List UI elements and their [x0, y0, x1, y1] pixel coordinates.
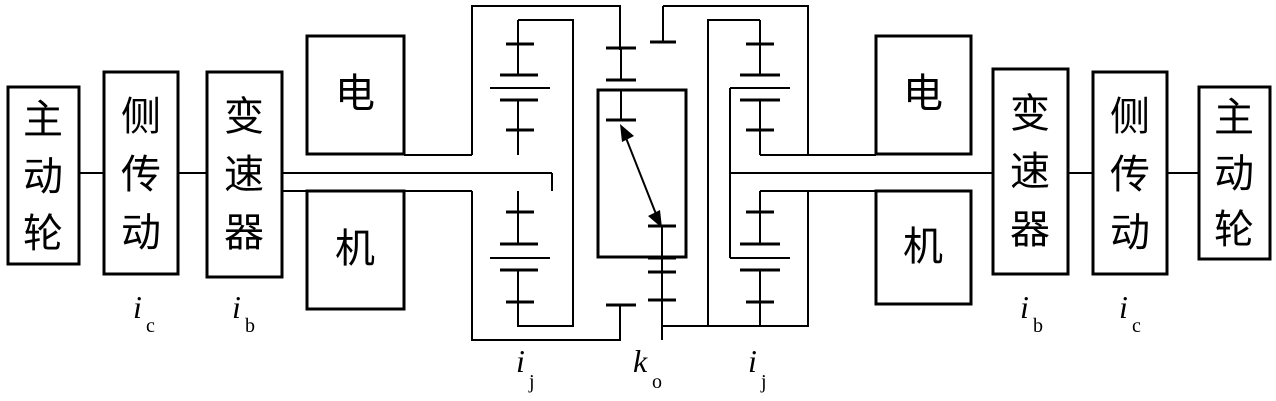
right-side-drive-char-2: 传 — [1110, 152, 1150, 198]
right-gearbox-block: 变 速 器 — [991, 67, 1070, 276]
svg-text:i: i — [1119, 289, 1128, 325]
shaft-lines — [79, 154, 1199, 192]
label-ic-right: i c — [1119, 289, 1141, 337]
right-drive-wheel-char-2: 动 — [1214, 151, 1254, 197]
left-side-drive-char-2: 传 — [121, 152, 161, 198]
left-motor-char-2: 机 — [335, 226, 375, 272]
right-gearbox-char-3: 器 — [1010, 207, 1050, 253]
svg-text:b: b — [1033, 315, 1043, 337]
left-drive-wheel-block: 主 动 轮 — [6, 85, 81, 266]
right-gearbox-char-2: 速 — [1010, 149, 1050, 195]
right-drive-wheel-block: 主 动 轮 — [1197, 85, 1272, 261]
label-ib-right: i b — [1020, 289, 1043, 337]
svg-text:k: k — [633, 343, 648, 379]
left-side-drive-block: 侧 传 动 — [102, 70, 180, 276]
right-motor-char-1: 电 — [903, 71, 943, 117]
svg-text:c: c — [146, 315, 155, 337]
right-drive-wheel-char-1: 主 — [1214, 95, 1254, 141]
left-motor-char-1: 电 — [335, 71, 375, 117]
svg-text:i: i — [1020, 289, 1029, 325]
right-side-drive-char-1: 侧 — [1110, 94, 1150, 140]
left-drive-wheel-char-3: 轮 — [23, 211, 63, 257]
right-side-drive-char-3: 动 — [1110, 210, 1150, 256]
svg-text:i: i — [748, 343, 757, 379]
left-gearbox-char-3: 器 — [224, 210, 264, 256]
label-ib-left: i b — [232, 289, 255, 337]
right-motor-block: 电 机 — [874, 34, 973, 306]
svg-text:i: i — [232, 289, 241, 325]
left-gearbox-char-1: 变 — [224, 94, 264, 140]
label-ko: k o — [633, 343, 662, 393]
right-planetary-gear-set — [661, 5, 809, 340]
label-ic-left: i c — [133, 289, 155, 337]
left-drive-wheel-char-1: 主 — [23, 97, 63, 143]
label-ij-left: i j — [516, 343, 535, 393]
svg-text:j: j — [760, 371, 767, 393]
right-motor-char-2: 机 — [903, 224, 943, 270]
svg-text:i: i — [133, 289, 142, 325]
left-side-drive-char-3: 动 — [121, 210, 161, 256]
right-drive-wheel-char-3: 轮 — [1214, 207, 1254, 253]
svg-text:j: j — [528, 371, 535, 393]
svg-text:c: c — [1132, 315, 1141, 337]
left-gearbox-block: 变 速 器 — [205, 70, 284, 279]
svg-text:o: o — [652, 371, 662, 393]
right-side-drive-block: 侧 传 动 — [1091, 70, 1169, 276]
left-planetary-gear-set — [471, 5, 621, 341]
central-coupling-mechanism — [596, 6, 688, 340]
left-gearbox-char-2: 速 — [224, 152, 264, 198]
label-ij-right: i j — [748, 343, 767, 393]
left-drive-wheel-char-2: 动 — [23, 154, 63, 200]
svg-text:b: b — [245, 315, 255, 337]
left-side-drive-char-1: 侧 — [121, 94, 161, 140]
right-gearbox-char-1: 变 — [1010, 91, 1050, 137]
svg-text:i: i — [516, 343, 525, 379]
